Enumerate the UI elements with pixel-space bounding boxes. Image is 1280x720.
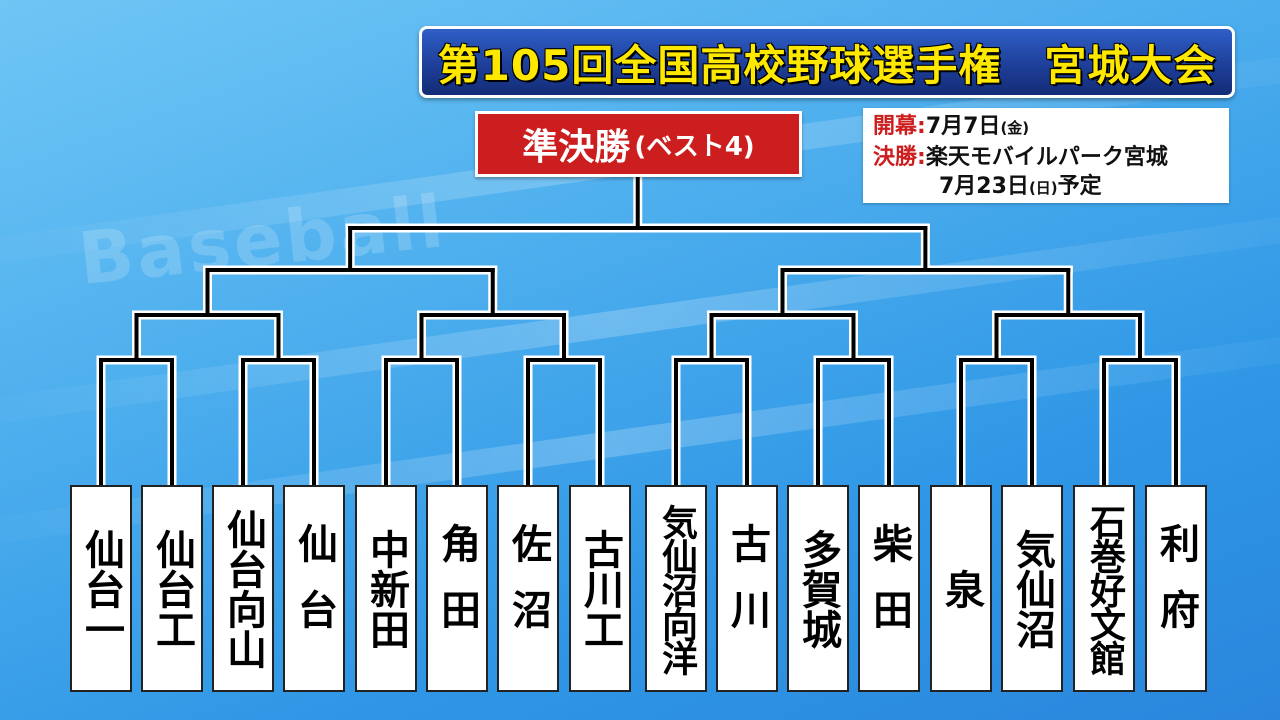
- team-box: 古川: [716, 485, 778, 692]
- team-box: 仙台工: [141, 485, 203, 692]
- team-box: 気仙沼: [1001, 485, 1063, 692]
- team-box: 多賀城: [787, 485, 849, 692]
- team-box: 仙台: [283, 485, 345, 692]
- team-name: 佐沼: [505, 522, 551, 655]
- team-box: 泉: [930, 485, 992, 692]
- final-line: 決勝:楽天モバイルパーク宮城: [873, 143, 1219, 172]
- title-banner: 第105回全国高校野球選手権 宮城大会: [419, 26, 1235, 98]
- team-name: 利府: [1153, 522, 1199, 655]
- team-box: 利府: [1145, 485, 1207, 692]
- team-name: 古川: [724, 522, 770, 655]
- team-box: 中新田: [355, 485, 417, 692]
- team-name: 多賀城: [795, 528, 841, 649]
- round-name: 準決勝: [522, 127, 631, 168]
- team-box: 柴田: [858, 485, 920, 692]
- final-weekday: (日): [1028, 179, 1058, 197]
- team-box: 仙台向山: [212, 485, 274, 692]
- team-name: 中新田: [363, 528, 409, 649]
- team-name: 気仙沼: [1009, 528, 1055, 649]
- schedule-info-box: 開幕:7月7日(金) 決勝:楽天モバイルパーク宮城 7月23日(日)予定: [863, 108, 1229, 203]
- final-date-line: 7月23日(日)予定: [873, 172, 1219, 203]
- team-box: 気仙沼向洋: [645, 485, 707, 692]
- team-name: 古川工: [577, 528, 623, 649]
- opening-date: 7月7日: [925, 114, 1001, 139]
- team-name: 柴田: [866, 522, 912, 655]
- team-box: 古川工: [569, 485, 631, 692]
- final-date: 7月23日: [939, 174, 1029, 199]
- team-name: 角田: [434, 522, 480, 655]
- team-name: 泉: [938, 568, 984, 609]
- team-name: 仙台向山: [220, 508, 266, 669]
- team-box: 石巻好文館: [1073, 485, 1135, 692]
- page-title: 第105回全国高校野球選手権 宮城大会: [437, 40, 1217, 90]
- team-name: 仙台: [291, 522, 337, 655]
- opening-key: 開幕:: [873, 114, 926, 139]
- round-label: 準決勝 (ベスト4): [475, 111, 802, 177]
- opening-weekday: (金): [1000, 119, 1030, 137]
- team-name: 仙台工: [149, 528, 195, 649]
- opening-line: 開幕:7月7日(金): [873, 112, 1219, 143]
- final-key: 決勝:: [873, 145, 926, 170]
- team-name: 仙台一: [78, 528, 124, 649]
- final-note: 予定: [1057, 174, 1102, 199]
- team-box: 仙台一: [70, 485, 132, 692]
- team-box: 佐沼: [497, 485, 559, 692]
- final-venue: 楽天モバイルパーク宮城: [925, 145, 1168, 170]
- round-subtitle: (ベスト4): [634, 131, 755, 162]
- team-box: 角田: [426, 485, 488, 692]
- team-name: 石巻好文館: [1084, 503, 1125, 674]
- team-name: 気仙沼向洋: [656, 503, 697, 674]
